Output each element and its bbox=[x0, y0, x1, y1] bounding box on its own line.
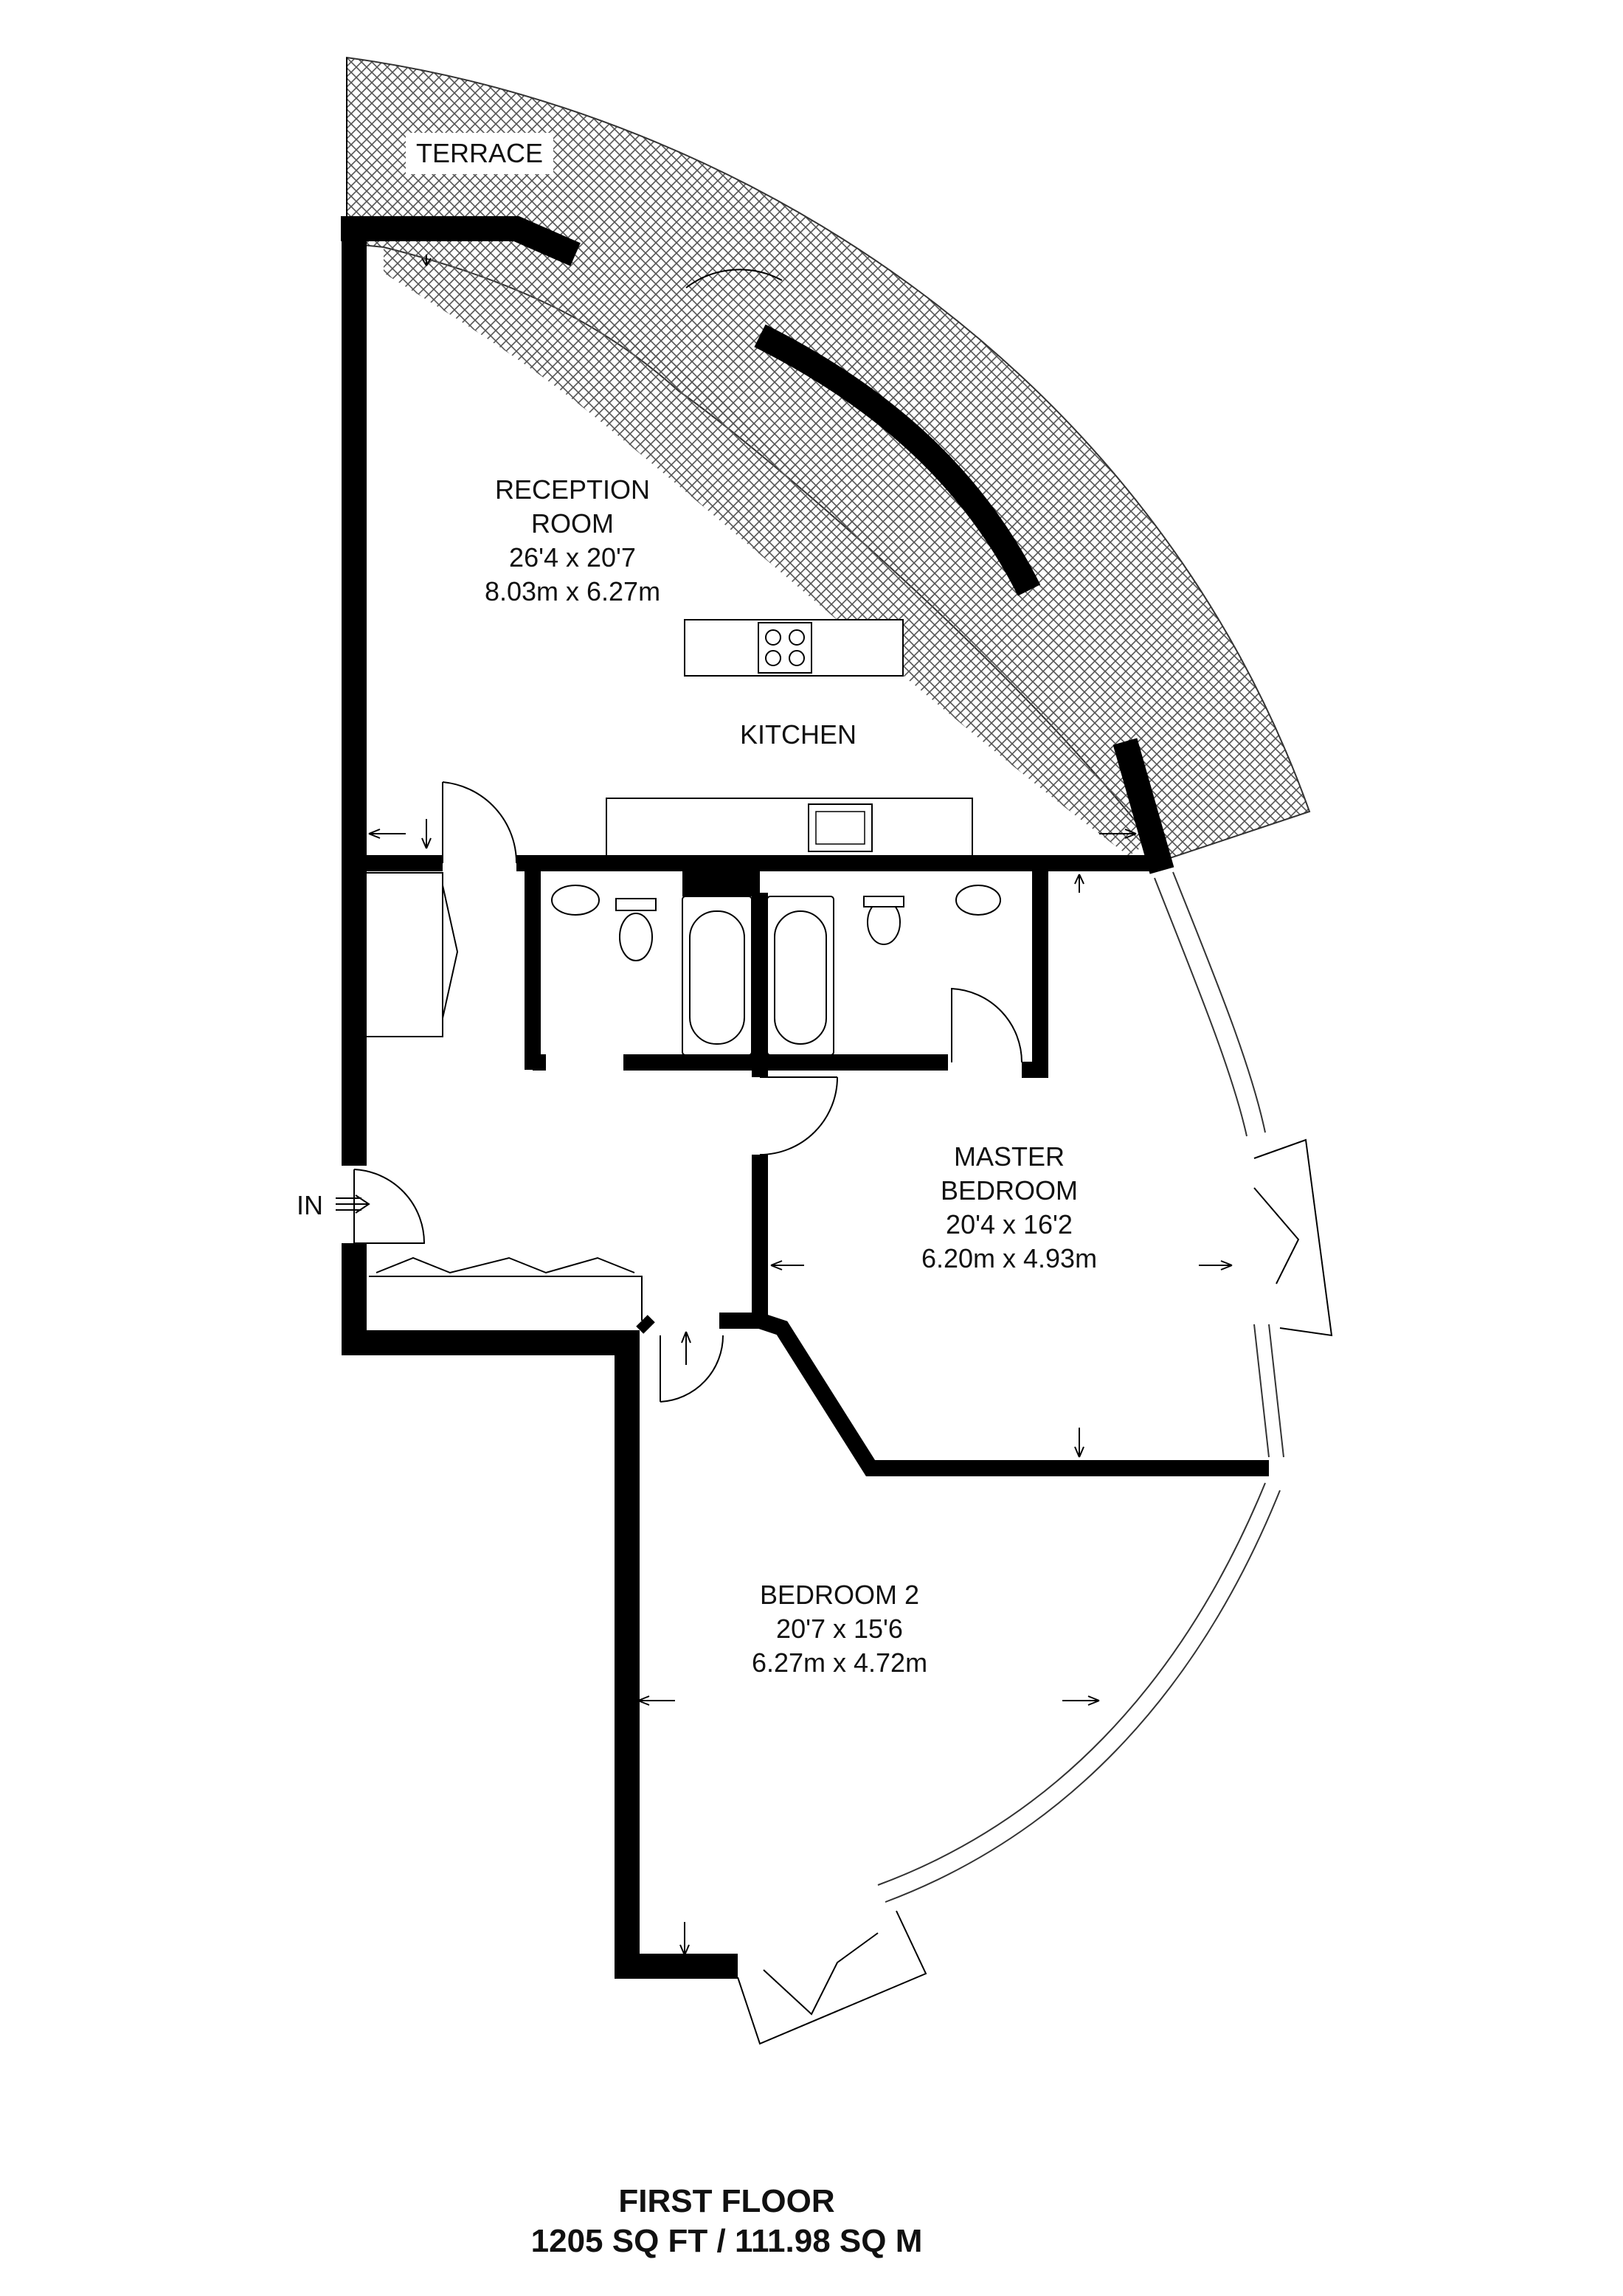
glazing-east-upper bbox=[1154, 877, 1247, 1137]
dim-arrow bbox=[681, 1331, 691, 1365]
floor-area: 1205 SQ FT / 111.98 SQ M bbox=[531, 2223, 923, 2259]
entrance-arrow-icon bbox=[336, 1194, 370, 1214]
wall-bed2-north bbox=[636, 1315, 655, 1334]
bath-1 bbox=[682, 896, 752, 1056]
dim-arrow bbox=[421, 255, 432, 266]
glazing-master bbox=[1253, 1324, 1284, 1458]
terrace-label-bg bbox=[406, 133, 553, 174]
entrance-label: IN bbox=[297, 1190, 323, 1220]
wall-bath2-east bbox=[1022, 871, 1048, 1078]
kitchen-counter bbox=[606, 798, 973, 857]
master-french-door bbox=[1253, 1187, 1300, 1284]
bath-core-block bbox=[682, 856, 760, 896]
basin-1 bbox=[551, 885, 600, 916]
bed2-french-door bbox=[763, 1932, 879, 2016]
curved-wall-reception bbox=[754, 324, 1041, 596]
dim-arrow bbox=[1062, 1695, 1100, 1706]
door-reception bbox=[442, 781, 518, 864]
basin-2 bbox=[955, 885, 1001, 916]
door-bath2 bbox=[951, 987, 1023, 1063]
hob-ring bbox=[765, 650, 781, 666]
dim-arrow bbox=[1099, 829, 1137, 839]
dim-arrow bbox=[1074, 874, 1084, 893]
reception-name-1: RECEPTION bbox=[495, 474, 650, 505]
cupboard-wall bbox=[365, 872, 443, 1037]
dim-arrow bbox=[1199, 1260, 1233, 1270]
glazing-bed2-inner bbox=[885, 1490, 1281, 1903]
reception-imperial: 26'4 x 20'7 bbox=[509, 542, 636, 573]
reception-name-2: ROOM bbox=[531, 508, 614, 539]
bath-2-inner bbox=[774, 910, 827, 1045]
hob-ring bbox=[789, 650, 805, 666]
bedroom2-name: BEDROOM 2 bbox=[760, 1580, 919, 1610]
wall-north bbox=[341, 216, 581, 266]
master-name-2: BEDROOM bbox=[941, 1175, 1078, 1206]
wall-master-west bbox=[752, 1155, 1269, 1476]
toilet-1-cistern bbox=[615, 898, 657, 911]
terrace-label: TERRACE bbox=[416, 138, 543, 168]
dim-arrow bbox=[368, 829, 406, 839]
cupboard-door bbox=[442, 885, 459, 1019]
door-terrace bbox=[685, 269, 783, 288]
glazing-bed2 bbox=[877, 1482, 1266, 1886]
hob-ring bbox=[765, 629, 781, 646]
bedroom2-metric: 6.27m x 4.72m bbox=[752, 1647, 927, 1678]
door-bed2 bbox=[660, 1335, 724, 1403]
bay-window-bed2 bbox=[737, 1910, 927, 2045]
kitchen-name: KITCHEN bbox=[740, 719, 857, 750]
dim-arrow bbox=[421, 819, 432, 849]
bath-2 bbox=[766, 896, 834, 1056]
dim-arrow bbox=[637, 1695, 675, 1706]
glazing-east-upper-inner bbox=[1172, 871, 1266, 1133]
door-entrance bbox=[353, 1169, 426, 1244]
wall-kitchen-east bbox=[1112, 738, 1174, 874]
dim-arrow bbox=[1074, 1428, 1084, 1458]
hall-cupboard bbox=[369, 1276, 643, 1321]
reception-hatch bbox=[384, 247, 1151, 856]
dim-arrow bbox=[679, 1922, 690, 1956]
master-imperial: 20'4 x 16'2 bbox=[946, 1209, 1073, 1239]
hob-ring bbox=[789, 629, 805, 646]
floor-title: FIRST FLOOR bbox=[618, 2183, 834, 2219]
door-bathroom-hall bbox=[759, 1076, 838, 1155]
bedroom2-imperial: 20'7 x 15'6 bbox=[776, 1614, 903, 1644]
dim-arrow bbox=[770, 1260, 804, 1270]
master-metric: 6.20m x 4.93m bbox=[921, 1243, 1097, 1273]
hall-cupboard-door bbox=[376, 1256, 635, 1274]
bath-1-inner bbox=[689, 910, 745, 1045]
reception-metric: 8.03m x 6.27m bbox=[485, 576, 660, 606]
kitchen-sink-bowl bbox=[815, 811, 865, 845]
bay-window-master bbox=[1253, 1138, 1333, 1337]
toilet-2-cistern bbox=[863, 896, 904, 907]
hob bbox=[758, 622, 812, 674]
wall-west-lower bbox=[342, 1243, 738, 1979]
toilet-1 bbox=[619, 913, 653, 961]
master-name-1: MASTER bbox=[954, 1141, 1065, 1172]
